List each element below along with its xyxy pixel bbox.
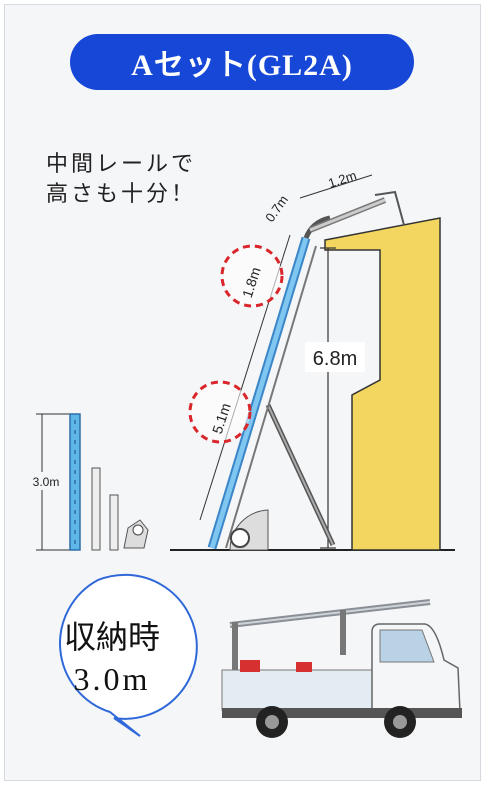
note-line-2: 高さも十分！ <box>46 182 197 207</box>
building <box>324 217 441 551</box>
lower-rail-callout: 5.1m <box>188 380 252 444</box>
title-badge: Aセット(GL2A) <box>70 34 414 90</box>
truck-illustration <box>221 599 462 738</box>
height-label: 6.8m <box>313 348 357 370</box>
base-wheel <box>230 528 250 548</box>
title-text: Aセット(GL2A) <box>131 49 353 82</box>
stored-height-label: 3.0m <box>33 475 60 489</box>
stored-dimension: 3.0m <box>28 413 70 551</box>
stored-rail-2 <box>109 494 119 551</box>
upper-rail-label: 1.2m <box>326 168 358 191</box>
bubble-line-2: 3.0m <box>74 661 151 697</box>
height-dimension: 6.8m <box>305 247 365 549</box>
bubble-line-1: 収納時 <box>64 619 160 655</box>
note-line-1: 中間レールで <box>46 152 197 177</box>
feature-note: 中間レールで 高さも十分！ <box>46 150 196 210</box>
main-ladder <box>199 234 317 550</box>
stored-hardware <box>123 519 149 549</box>
stored-rail-1 <box>91 467 101 551</box>
stored-ladder <box>69 413 81 551</box>
mid-rail-callout: 1.8m <box>220 244 284 308</box>
rail-bracket <box>374 190 405 226</box>
top-bend-label: 0.7m <box>262 192 291 224</box>
storage-bubble: 収納時 3.0m <box>59 573 198 737</box>
